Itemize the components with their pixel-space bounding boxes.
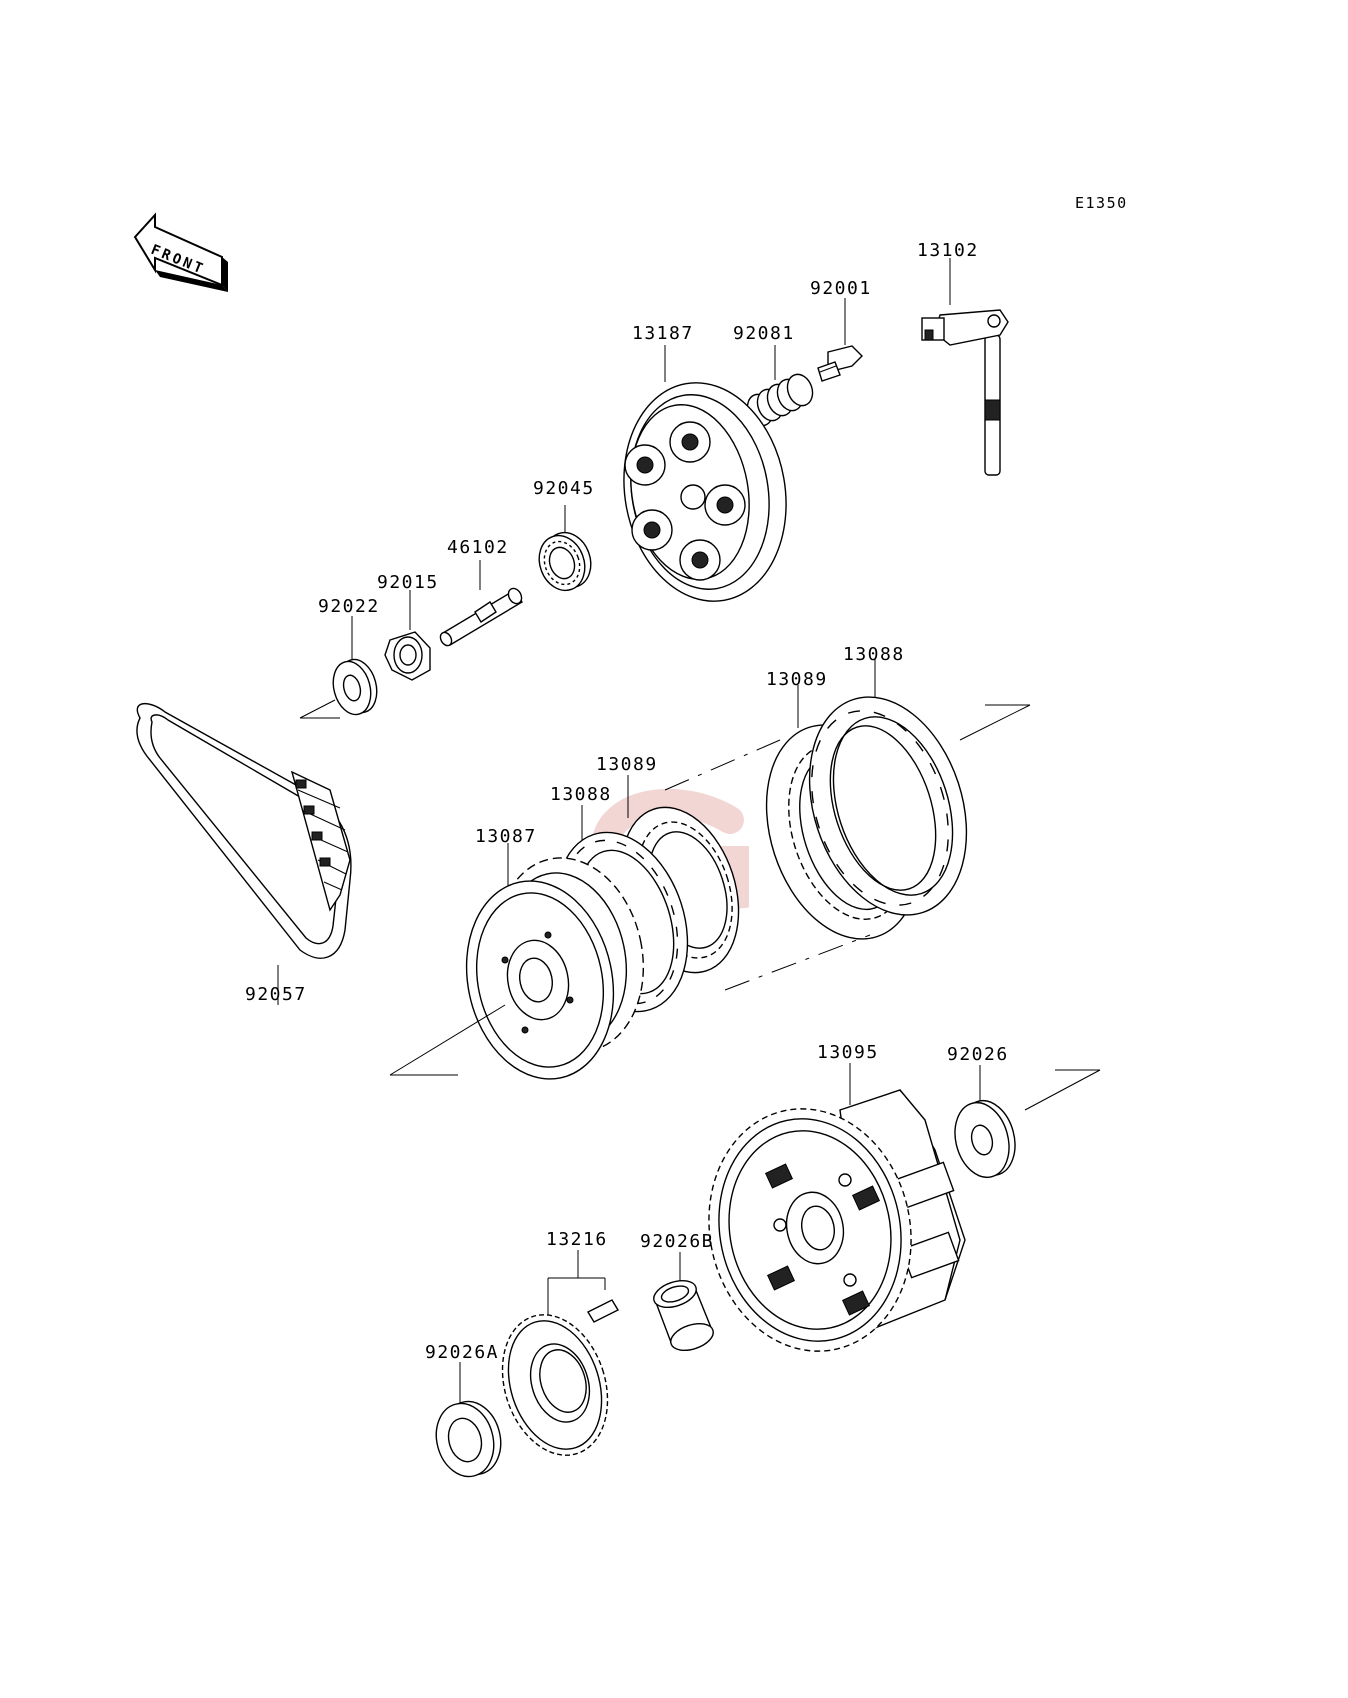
part-label-13089-top: 13089 bbox=[766, 669, 828, 690]
part-46102-pushrod bbox=[439, 560, 523, 647]
part-label-92045: 92045 bbox=[533, 478, 595, 499]
part-13216-gear bbox=[501, 1250, 619, 1456]
part-92015-nut bbox=[384, 590, 431, 681]
part-13102-push-lever bbox=[921, 258, 1009, 476]
part-label-92026B: 92026B bbox=[640, 1231, 714, 1252]
part-label-13088-top: 13088 bbox=[843, 644, 905, 665]
part-92001-bolt bbox=[817, 298, 863, 382]
part-label-92081: 92081 bbox=[733, 323, 795, 344]
part-13087-clutch-hub bbox=[389, 843, 645, 1080]
part-92045-bearing bbox=[538, 505, 592, 592]
front-arrow-icon: FRONT bbox=[133, 212, 228, 292]
part-92081-spring bbox=[746, 345, 814, 427]
part-92026-washer bbox=[954, 1065, 1101, 1179]
part-label-13187: 13187 bbox=[632, 323, 694, 344]
part-13095-clutch-housing bbox=[708, 1063, 966, 1352]
part-label-46102: 46102 bbox=[447, 537, 509, 558]
part-label-92026A: 92026A bbox=[425, 1342, 499, 1363]
part-13088-steel-plate-upper bbox=[808, 658, 968, 916]
part-label-92026: 92026 bbox=[947, 1044, 1009, 1065]
part-label-13087: 13087 bbox=[475, 826, 537, 847]
part-label-13088-mid: 13088 bbox=[550, 784, 612, 805]
part-label-13095: 13095 bbox=[817, 1042, 879, 1063]
part-label-92057: 92057 bbox=[245, 984, 307, 1005]
part-13187-pressure-plate bbox=[623, 345, 787, 602]
part-92026B-collar bbox=[653, 1252, 714, 1351]
part-label-92001: 92001 bbox=[810, 278, 872, 299]
diagram-code: E1350 bbox=[1075, 194, 1128, 212]
part-92022-washer bbox=[299, 616, 378, 719]
part-92026A-washer bbox=[435, 1362, 502, 1478]
part-label-13089-mid: 13089 bbox=[596, 754, 658, 775]
part-label-13102: 13102 bbox=[917, 240, 979, 261]
part-92057-chain bbox=[136, 703, 352, 1005]
part-label-13216: 13216 bbox=[546, 1229, 608, 1250]
part-label-92015: 92015 bbox=[377, 572, 439, 593]
part-label-92022: 92022 bbox=[318, 596, 380, 617]
